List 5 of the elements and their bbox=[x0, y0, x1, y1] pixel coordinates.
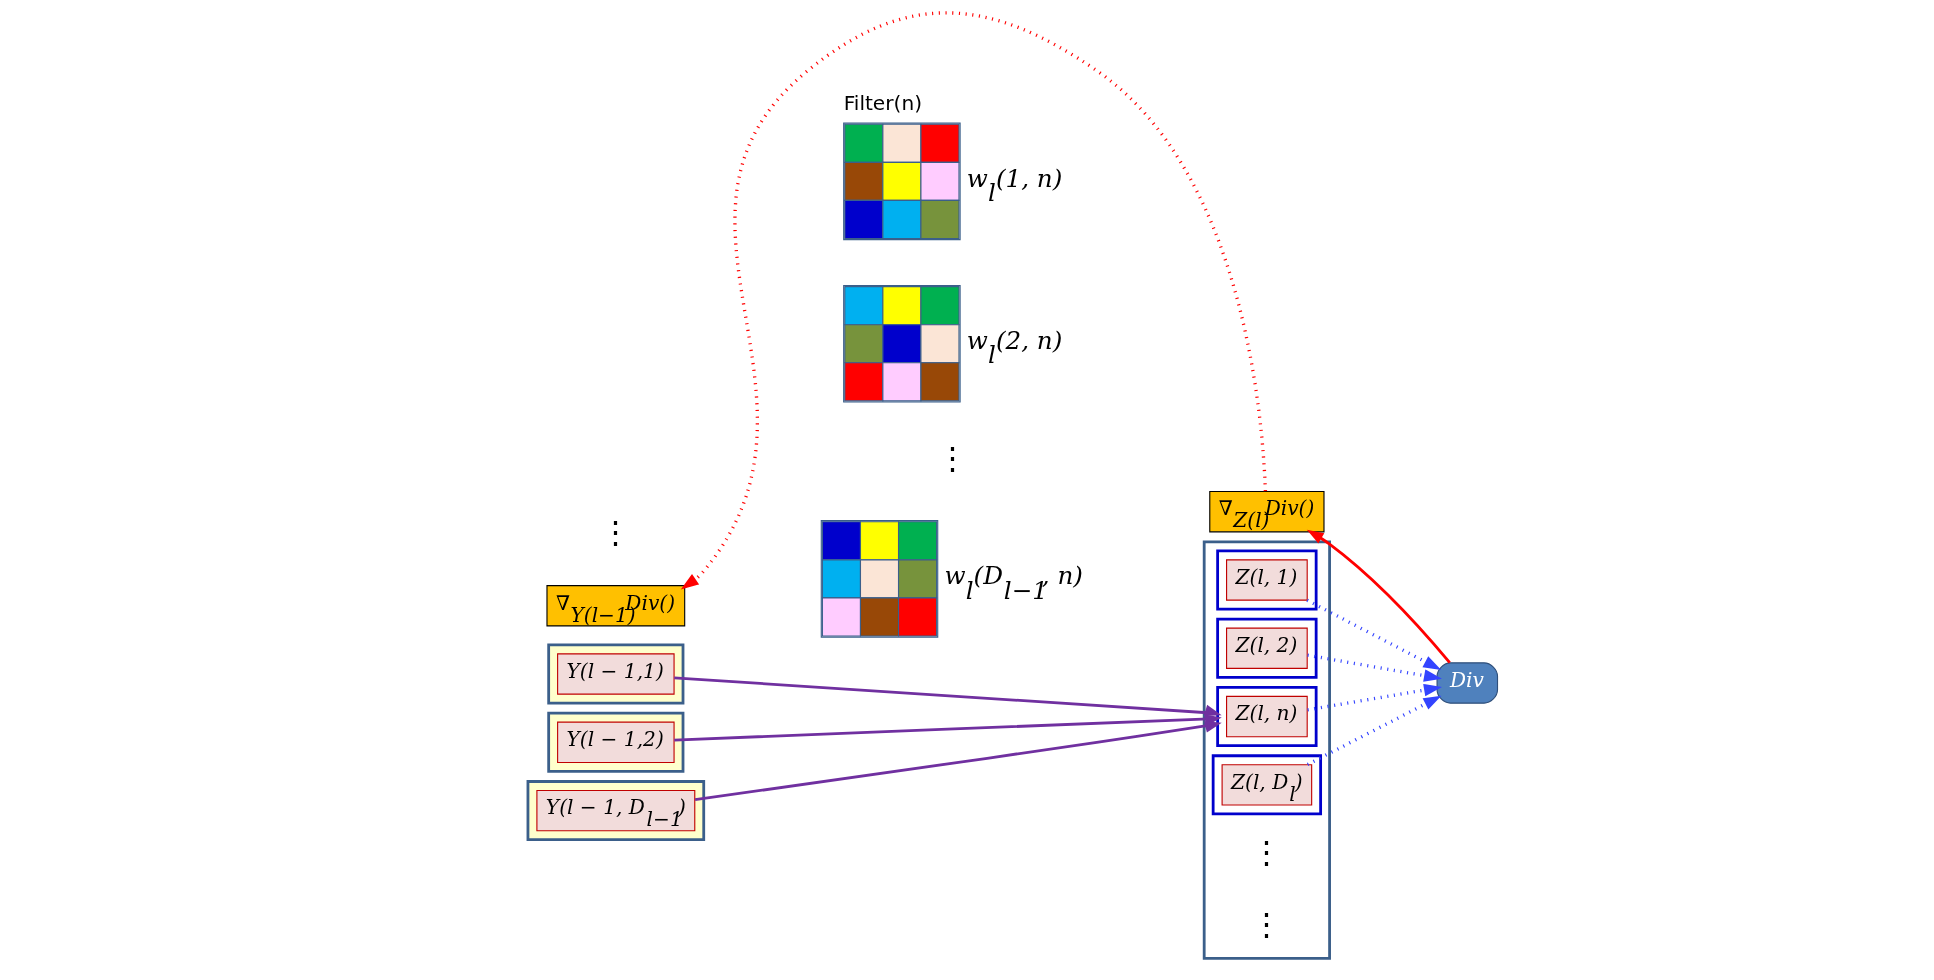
label: ⋮ bbox=[1251, 905, 1283, 942]
label: ⋮ bbox=[936, 440, 968, 477]
label: ⋮ bbox=[1251, 834, 1283, 871]
label: ⋮ bbox=[600, 513, 632, 550]
node-label: Filter(n) bbox=[843, 91, 923, 116]
